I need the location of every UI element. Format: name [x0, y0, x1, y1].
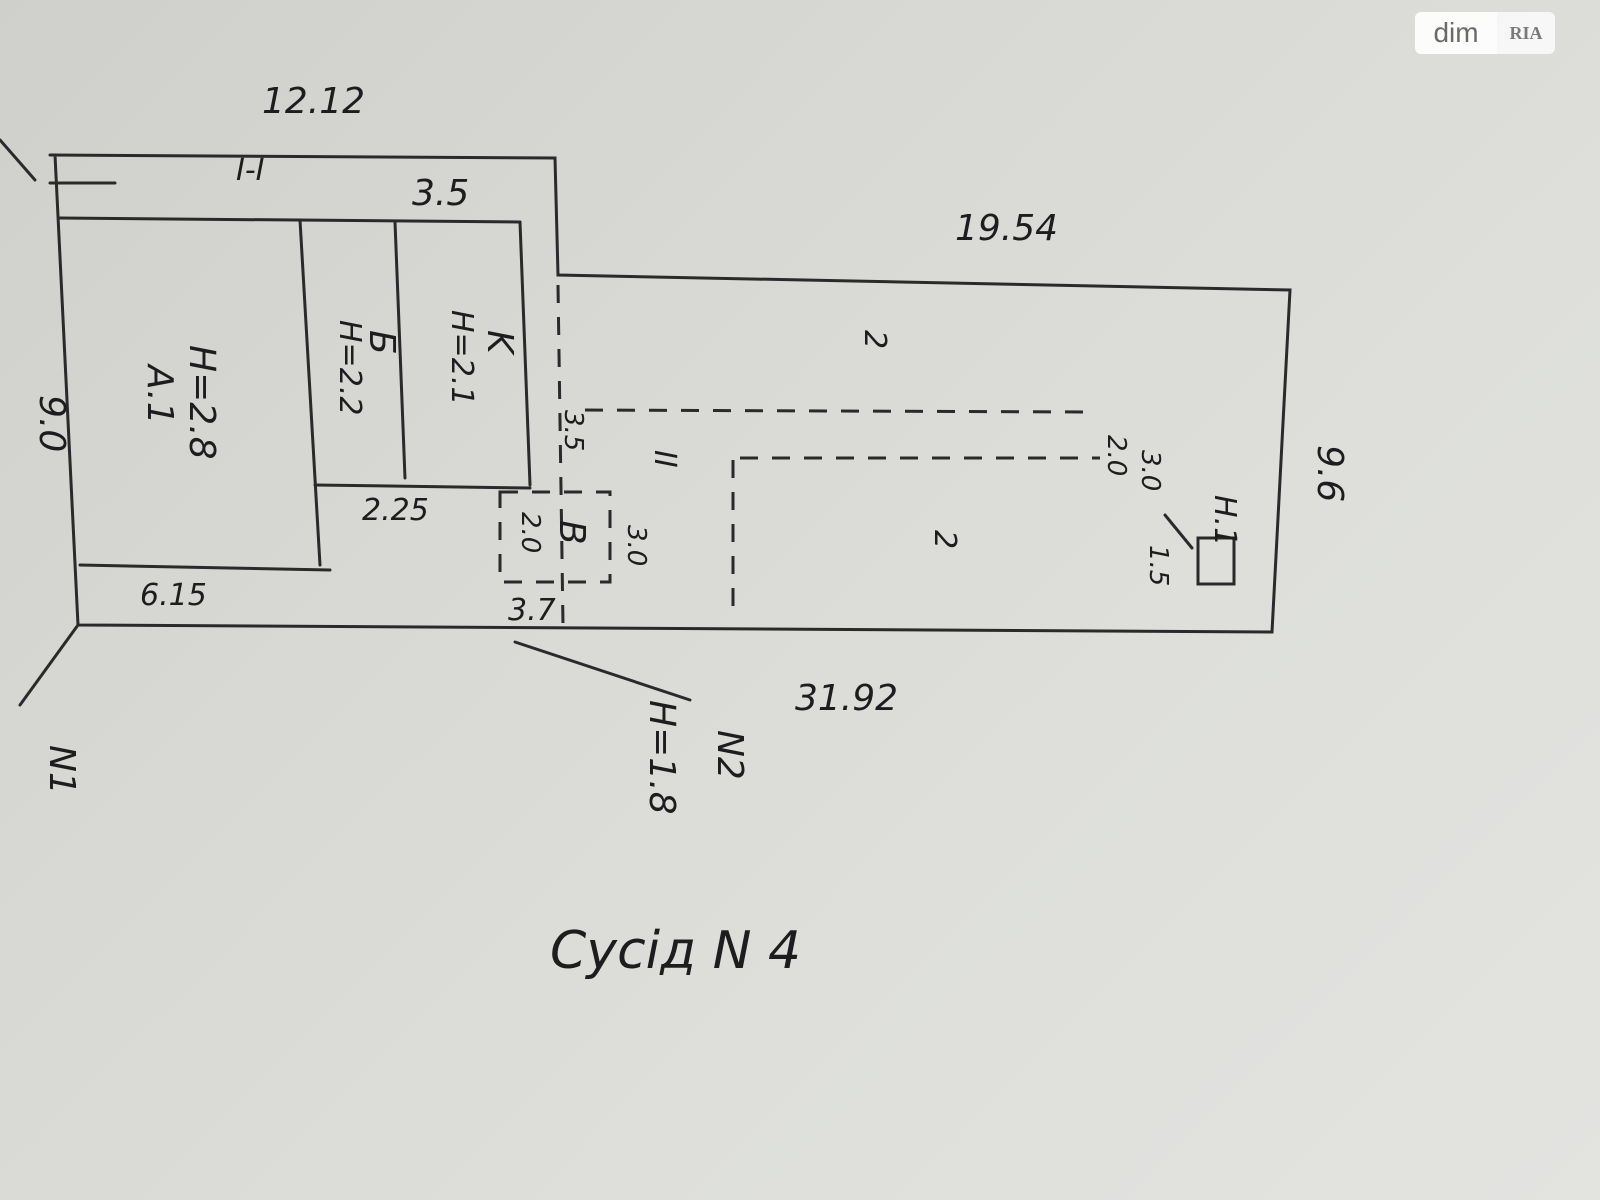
- dim-inner-bottom-mid: 2.25: [362, 493, 429, 528]
- leader-shed: [1163, 513, 1194, 550]
- label-room-a-height: H=2.8: [181, 345, 222, 460]
- label-room-b-height: H=2.2: [332, 320, 367, 415]
- label-room-k-height: H=2.1: [444, 310, 479, 405]
- label-room-a: A.1: [139, 363, 180, 425]
- label-room-k: K: [479, 330, 520, 356]
- dim-inner-vertical: 3.5: [558, 410, 588, 451]
- dim-top-right: 19.54: [955, 208, 1058, 249]
- leader-n2: [513, 640, 692, 702]
- inner-wall-bottom: [78, 563, 332, 572]
- inner-wall-right: [518, 220, 532, 487]
- label-yard-2-top: 2: [857, 330, 892, 349]
- label-n2: N2: [709, 730, 750, 780]
- dim-bottom: 31.92: [795, 678, 898, 719]
- label-yard-marker: II: [647, 450, 682, 468]
- watermark-dim: dim: [1415, 12, 1497, 54]
- partition-1: [298, 218, 322, 567]
- dim-top-left: 12.12: [262, 81, 365, 122]
- dim-small-width: 3.7: [508, 593, 556, 628]
- label-n1: N1: [41, 745, 82, 795]
- dim-small-height: 2.0: [515, 512, 545, 553]
- label-n2-height: H=1.8: [641, 700, 682, 815]
- label-room-v: В: [551, 520, 592, 545]
- label-corridor: I-I: [236, 153, 265, 188]
- dim-inner-bottom-left: 6.15: [140, 578, 207, 613]
- label-outbuilding: Н.1: [1207, 495, 1242, 546]
- dim-small-right: 3.0: [621, 525, 651, 566]
- dim-top-inner: 3.5: [412, 173, 469, 214]
- room-v-dashed: [498, 490, 612, 584]
- dim-left: 9.0: [31, 395, 72, 452]
- outer-wall: [48, 153, 1292, 634]
- dim-yard-h: 3.0: [1135, 450, 1165, 491]
- dim-right: 9.6: [1309, 445, 1350, 502]
- caption-neighbor: Сусід N 4: [550, 921, 801, 981]
- watermark-logo: dim RIA: [1415, 12, 1555, 54]
- watermark-ria: RIA: [1497, 12, 1555, 54]
- shed-box: [1196, 536, 1236, 586]
- partition-2: [393, 220, 407, 480]
- leader-left: [0, 138, 37, 182]
- dashed-vertical-left: [556, 284, 565, 626]
- partition-3: [313, 483, 532, 490]
- inner-wall-top: [58, 216, 522, 224]
- leader-n1: [18, 623, 80, 707]
- label-room-b: Б: [361, 330, 402, 355]
- dashed-horizontal-top: [584, 408, 1091, 414]
- dim-yard-w: 2.0: [1101, 435, 1131, 476]
- dim-shed-w: 1.5: [1143, 545, 1173, 586]
- label-yard-2-bottom: 2: [927, 530, 962, 549]
